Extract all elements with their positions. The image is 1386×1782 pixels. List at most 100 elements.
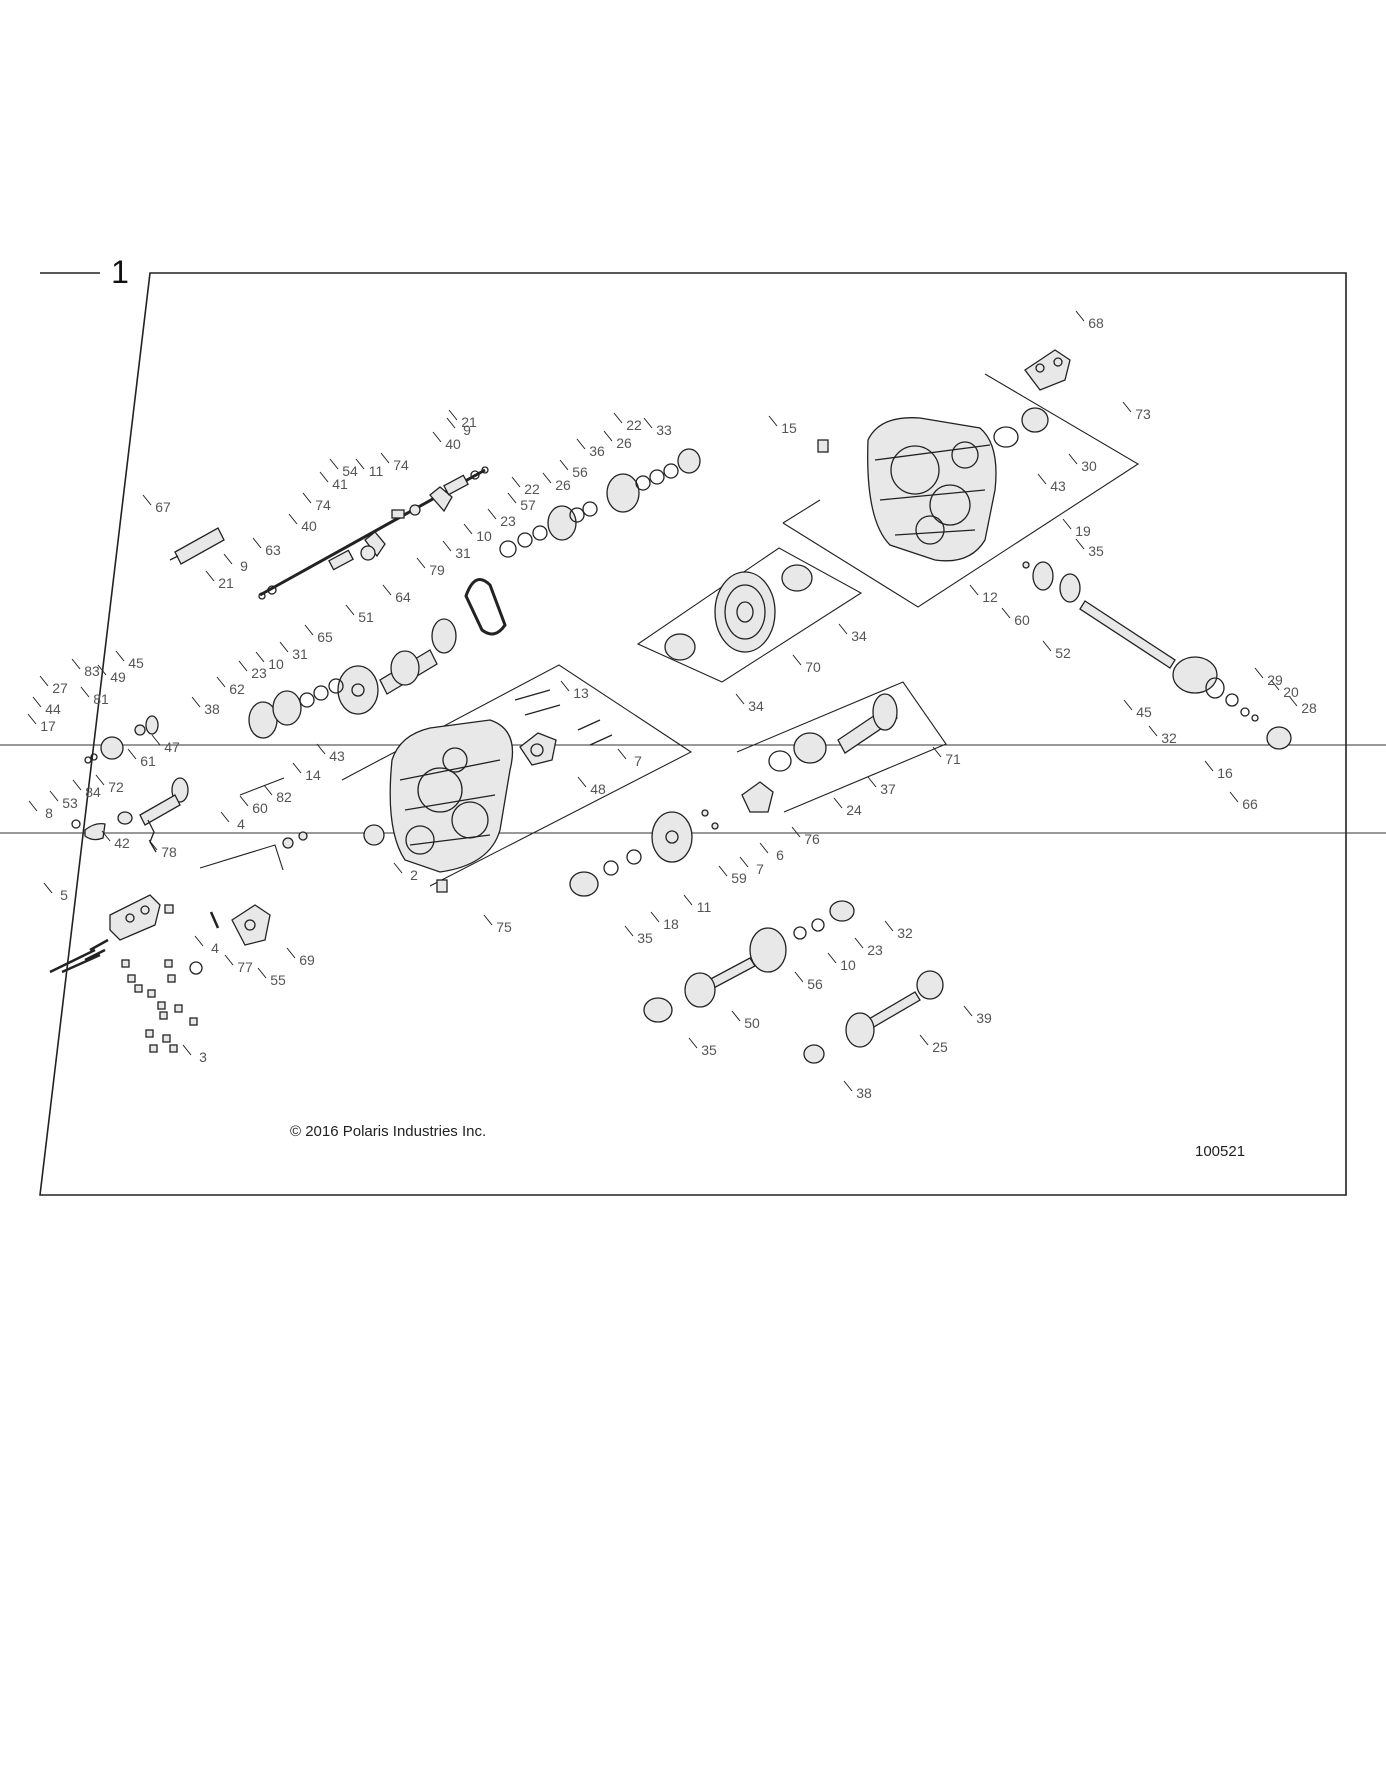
leader-53 [49,790,59,802]
leader-24 [833,797,843,809]
callout-45: 45 [128,655,144,671]
callout-52: 52 [1055,645,1071,661]
leader-27 [39,675,49,687]
leader-11 [683,894,693,906]
leader-66 [1229,791,1239,803]
shift-rail [258,466,489,600]
callout-35: 35 [701,1042,717,1058]
callout-31: 31 [455,545,471,561]
callout-38: 38 [856,1085,872,1101]
leader-16 [1204,760,1214,772]
leader-72 [95,774,105,786]
leader-34 [735,693,745,705]
main-housing [363,719,514,893]
callout-82: 82 [276,789,292,805]
callout-4: 4 [237,816,245,832]
callout-40: 40 [445,436,461,452]
leader-40 [432,431,442,443]
leader-19 [1062,518,1072,530]
callout-42: 42 [114,835,130,851]
output-shaft [1022,561,1292,750]
leader-7 [617,748,627,760]
leader-48 [577,776,587,788]
leader-45 [115,650,125,662]
callout-11: 11 [697,899,712,915]
callout-28: 28 [1301,700,1317,716]
callout-60: 60 [1014,612,1030,628]
leader-14 [292,762,302,774]
leader-67 [142,494,152,506]
callout-9: 9 [463,422,471,438]
leader-84 [72,779,82,791]
callout-49: 49 [110,669,126,685]
leader-32 [1148,725,1158,737]
leader-4 [220,811,230,823]
leader-70 [792,654,802,666]
leader-45 [1123,699,1133,711]
callout-74: 74 [315,497,331,513]
shift-shaft [169,527,225,565]
callout-15: 15 [781,420,797,436]
callout-48: 48 [590,781,606,797]
leader-49 [97,664,107,676]
callout-22: 22 [626,417,642,433]
leader-40 [288,513,298,525]
figure-number: 1 [111,254,129,290]
leader-65 [304,624,314,636]
leader-54 [329,458,339,470]
callout-65: 65 [317,629,333,645]
leader-64 [382,584,392,596]
callout-32: 32 [897,925,913,941]
leader-21 [205,570,215,582]
callout-32: 32 [1161,730,1177,746]
leader-39 [963,1005,973,1017]
leader-78 [148,839,158,851]
callout-27: 27 [52,680,68,696]
callout-43: 43 [329,748,345,764]
leader-62 [216,676,226,688]
callout-38: 38 [204,701,220,717]
leader-20 [1270,679,1280,691]
callout-63: 63 [265,542,281,558]
callout-50: 50 [744,1015,760,1031]
leader-10 [255,651,265,663]
leader-38 [191,696,201,708]
leader-22 [613,412,623,424]
callout-33: 33 [656,422,672,438]
leader-60 [239,795,249,807]
leader-26 [603,430,613,442]
left-gear-set [248,678,344,739]
leader-2 [393,862,403,874]
chain-belt [464,578,507,636]
leader-7 [739,856,749,868]
large-driven-gear [664,564,813,661]
callout-51: 51 [358,609,374,625]
leader-74 [380,452,390,464]
cover-plate-48 [514,689,613,766]
leader-18 [650,911,660,923]
leader-3 [182,1044,192,1056]
callout-59: 59 [731,870,747,886]
callout-78: 78 [161,844,177,860]
leader-30 [1068,453,1078,465]
diagram-frame: 1 [39,254,1347,1196]
leader-57 [507,492,517,504]
leader-55 [257,967,267,979]
callout-35: 35 [1088,543,1104,559]
callout-10: 10 [840,957,856,973]
leader-9 [446,417,456,429]
callout-25: 25 [932,1039,948,1055]
callout-20: 20 [1283,684,1299,700]
callout-41: 41 [332,476,348,492]
leader-lines [27,310,1298,1092]
callout-77: 77 [237,959,253,975]
callout-10: 10 [476,528,492,544]
leader-79 [416,557,426,569]
leader-13 [560,680,570,692]
callout-18: 18 [663,916,679,932]
callout-47: 47 [164,739,180,755]
leader-29 [1254,667,1264,679]
leader-4 [194,935,204,947]
callout-54: 54 [342,463,358,479]
